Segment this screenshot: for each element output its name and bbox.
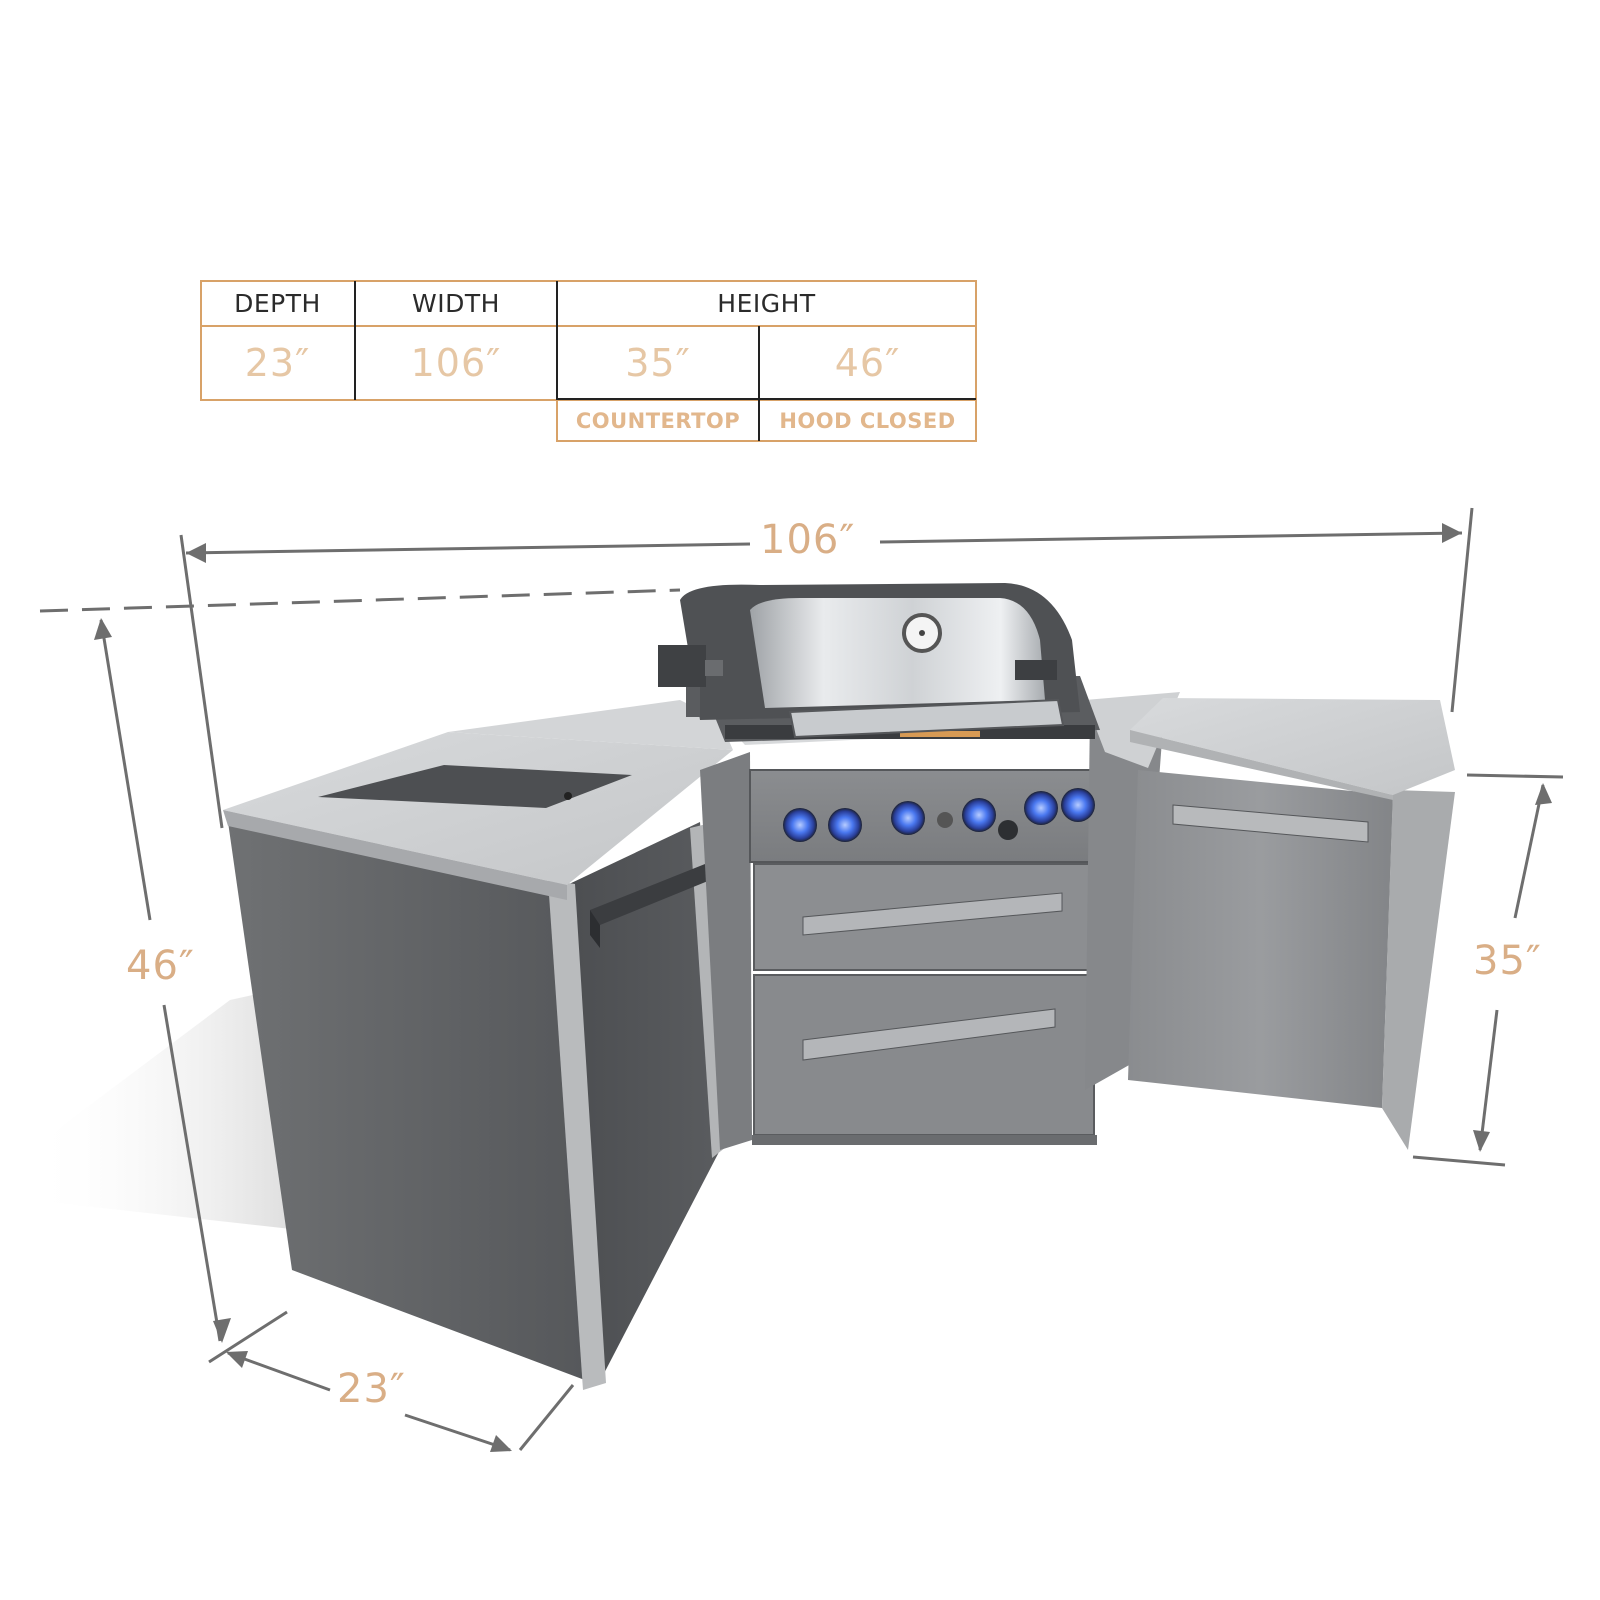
dimension-left-height: 46″ [126,943,195,989]
control-panel [750,770,1095,862]
grill-head [658,583,1100,742]
thermometer-gauge-icon [902,613,942,653]
value-width: 106″ [410,341,502,385]
table-grid [200,280,977,442]
control-knob-icon [783,808,817,842]
dimension-right-height: 35″ [1473,938,1542,984]
value-height-countertop: 35″ [625,341,691,385]
sink-cover [318,765,632,808]
header-height: HEIGHT [717,288,816,318]
control-knobs [783,788,1095,842]
left-cabinet [223,732,735,1390]
dimensions-table: DEPTH WIDTH HEIGHT 23″ 106″ 35″ 46″ COUN… [200,280,977,442]
floor-shadow [30,980,320,1230]
control-knob-icon [1024,791,1058,825]
header-depth: DEPTH [234,288,321,318]
label-countertop: COUNTERTOP [575,409,741,433]
control-knob-icon [962,798,996,832]
dimension-bottom-depth: 23″ [337,1366,406,1412]
grill-cabinet [448,700,1105,1150]
rotisserie-motor [658,645,706,687]
dimension-lines [39,507,1564,1452]
control-knob-icon [891,801,925,835]
control-knob-icon [1061,788,1095,822]
right-cabinet [1085,692,1455,1150]
value-depth: 23″ [244,341,311,385]
value-height-hood-closed: 46″ [834,341,901,385]
control-knob-icon [828,808,862,842]
header-width: WIDTH [412,288,500,318]
dimension-top-width: 106″ [760,517,856,563]
upper-drawer [753,863,1095,971]
lower-drawer [753,974,1095,1136]
label-hood-closed: HOOD CLOSED [779,409,956,433]
